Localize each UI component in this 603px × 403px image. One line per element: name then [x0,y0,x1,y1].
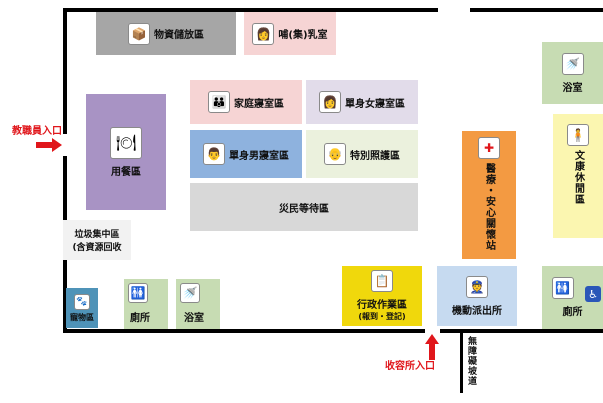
toilet-left: 🚻 廁所 [124,279,168,329]
shower-icon: 🚿 [561,52,584,75]
toilet-icon: 🚻 [128,283,148,303]
wall-top-left [63,8,438,12]
storage-label: 物資儲放區 [154,30,204,41]
wall-bottom-left [63,329,425,333]
toilet-icon: 🚻 [551,277,574,299]
special-care-label: 特別照護區 [350,150,400,162]
police-label: 機動派出所 [452,305,502,317]
garbage-label-line2: (含資源回收 [72,243,122,253]
paw-icon: 🐾 [74,293,90,310]
admin-sublabel: (報到・登記) [358,312,406,321]
police-icon: 👮 [466,275,488,298]
mother-icon: 👩 [252,22,275,45]
dining-label: 用餐區 [111,166,141,178]
man-icon: 👨 [203,143,225,165]
toilet-right-label: 廁所 [562,307,583,318]
plate-icon: 🍽 [110,126,142,159]
waiting-zone: 災民等待區 [190,183,418,231]
staff-entrance-label: 教職員入口 [12,126,62,137]
family-icon: 👪 [208,91,230,113]
police-zone: 👮 機動派出所 [437,266,517,326]
nursing-room: 👩 哺(集)乳室 [244,12,336,55]
nursing-label: 哺(集)乳室 [278,30,328,41]
elder-icon: 👴 [324,143,346,165]
shelter-entrance-arrow [425,334,439,360]
special-care-zone: 👴 特別照護區 [306,130,418,178]
bathroom-right: 🚿 浴室 [542,42,603,104]
first-aid-icon: ✚ [478,137,500,159]
family-label: 家庭寢室區 [234,98,284,110]
side-entrance-label: 無障礙坡道 [466,336,476,386]
staff-entrance-arrow [36,138,62,152]
garbage-label-line1: 垃圾集中區 [74,230,120,240]
wall-ramp [460,333,463,393]
single-male-dorm-zone: 👨 單身男寢室區 [190,130,302,178]
storage-zone: 📦 物資儲放區 [96,12,236,55]
wall-bottom-right [440,329,603,333]
activity-label: 文康休閒區 [572,150,584,205]
dining-zone: 🍽 用餐區 [86,94,166,210]
box-icon: 📦 [128,22,150,45]
shelter-entrance-label: 收容所入口 [385,361,435,372]
admin-label: 行政作業區 [357,300,407,311]
wheelchair-icon: ♿ [585,286,601,302]
single-female-label: 單身女寢室區 [345,98,405,110]
garbage-zone: 垃圾集中區 (含資源回收 [63,220,131,260]
pet-zone: 🐾 寵物區 [66,288,98,328]
woman-icon: 👩 [319,91,341,113]
toilet-right: 🚻 廁所 ♿ [542,266,603,329]
person-icon: 🧍 [567,124,589,146]
bathroom-left: 🚿 浴室 [176,279,220,329]
medical-zone: ✚ 醫療・安心關懷站 [462,131,516,259]
medical-label: 醫療・安心關懷站 [483,163,495,251]
toilet-left-label: 廁所 [130,313,150,324]
shower-icon: 🚿 [180,283,200,303]
family-dorm-zone: 👪 家庭寢室區 [190,80,302,124]
pet-label: 寵物區 [70,312,94,322]
single-female-dorm-zone: 👩 單身女寢室區 [306,80,418,124]
wall-top-right [470,8,603,12]
activity-zone: 🧍 文康休閒區 [553,114,603,238]
clipboard-icon: 📋 [371,270,393,292]
bathroom-right-label: 浴室 [562,82,583,94]
single-male-label: 單身男寢室區 [229,150,289,162]
waiting-label: 災民等待區 [279,203,329,215]
bathroom-left-label: 浴室 [184,313,204,324]
admin-zone: 📋 行政作業區 (報到・登記) [342,266,422,326]
wall-left-upper [63,8,67,134]
